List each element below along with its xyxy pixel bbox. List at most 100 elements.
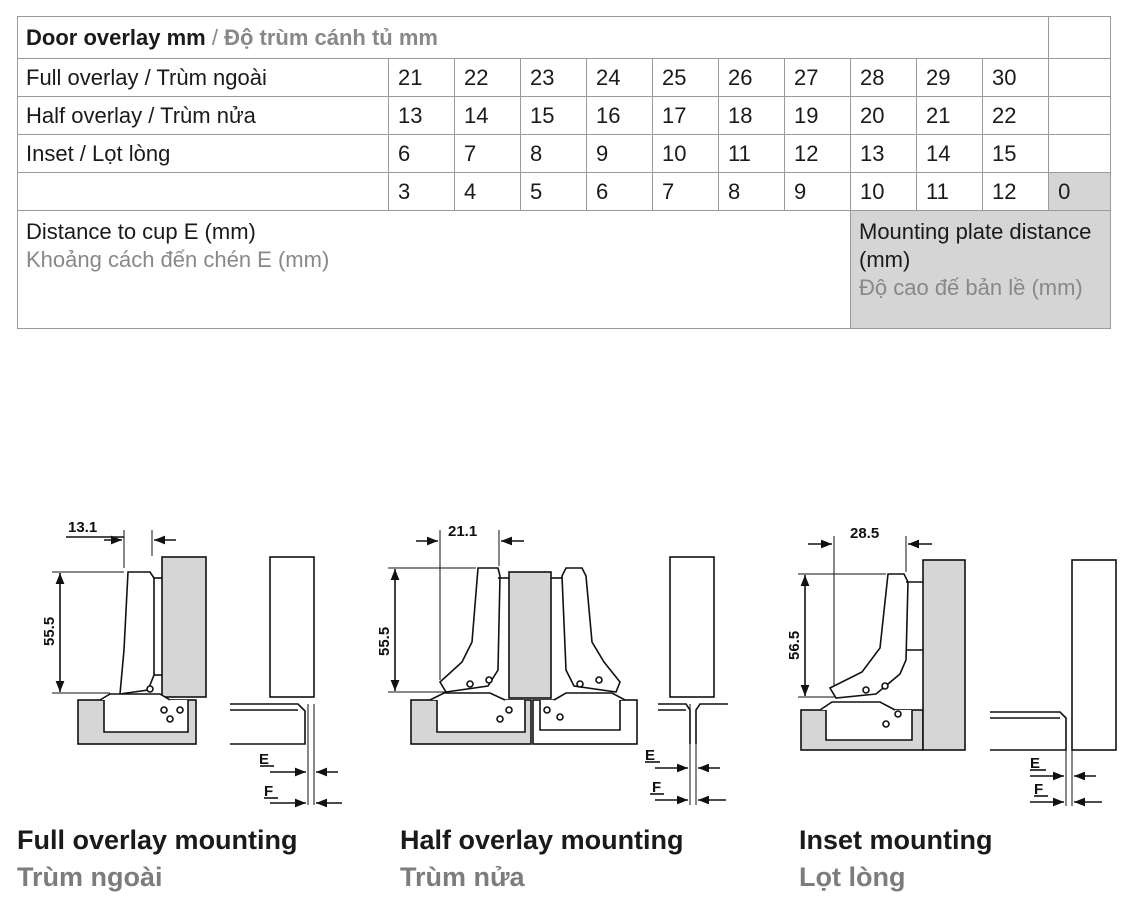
door-panel-right — [1071, 559, 1117, 751]
header-empty-cell — [1048, 16, 1112, 59]
table-cell: 9 — [586, 134, 653, 173]
footer-row: Distance to cup E (mm) Khoảng cách đến c… — [17, 210, 1112, 329]
table-cell-empty — [1048, 134, 1112, 173]
dim-height: 55.5 — [376, 627, 393, 656]
table-cell: 7 — [454, 134, 521, 173]
half-overlay-diagram — [388, 530, 728, 805]
label-f: F — [1034, 781, 1043, 798]
door-panel-right — [669, 556, 715, 698]
table-cell: 19 — [784, 96, 851, 135]
dim-height: 56.5 — [786, 631, 803, 660]
caption-subtitle: Lọt lòng — [799, 862, 906, 892]
row-label: Full overlay / Trùm ngoài — [17, 58, 389, 97]
plate-caption-vi: Độ cao đế bản lề (mm) — [859, 275, 1083, 300]
door-panel — [508, 571, 552, 699]
table-cell: 9 — [784, 172, 851, 211]
table-cell: 18 — [718, 96, 785, 135]
plate-distance-caption: Mounting plate distance (mm) Độ cao đế b… — [849, 210, 1112, 329]
caption-subtitle: Trùm nửa — [400, 862, 525, 892]
table-cell: 8 — [718, 172, 785, 211]
hinge-cup — [825, 710, 913, 741]
label-e: E — [645, 747, 655, 764]
door-overlay-table: Door overlay mm / Độ trùm cánh tủ mm Ful… — [16, 16, 1112, 329]
dim-width: 13.1 — [68, 519, 97, 536]
full-overlay-diagram — [52, 530, 342, 808]
hinge-arm-right — [561, 567, 621, 693]
header-en: Door overlay mm — [26, 24, 206, 50]
table-row: Inset / Lọt lòng 6 7 8 9 10 11 12 13 14 … — [17, 134, 1112, 173]
table-cell: 13 — [388, 96, 455, 135]
table-cell: 22 — [981, 96, 1050, 135]
table-cell: 6 — [586, 172, 653, 211]
table-cell: 22 — [454, 58, 521, 97]
table-cell: 20 — [850, 96, 917, 135]
header-vi: Độ trùm cánh tủ mm — [224, 24, 438, 50]
caption-inset: Inset mounting Lọt lòng — [799, 822, 992, 896]
caption-title: Half overlay mounting — [400, 825, 684, 855]
door-panel-right — [269, 556, 315, 698]
table-cell: 15 — [981, 134, 1050, 173]
door-panel — [922, 559, 966, 751]
door-panel — [161, 556, 207, 698]
caption-title: Full overlay mounting — [17, 825, 298, 855]
table-cell: 16 — [586, 96, 653, 135]
plate-distance-cell: 0 — [1048, 172, 1112, 211]
hinge-arm — [828, 573, 909, 699]
table-cell: 11 — [916, 172, 983, 211]
plate-caption-en: Mounting plate distance (mm) — [859, 219, 1092, 272]
table-cell: 13 — [850, 134, 917, 173]
table-row: Half overlay / Trùm nửa 13 14 15 16 17 1… — [17, 96, 1112, 135]
label-e: E — [1030, 755, 1040, 772]
label-f: F — [652, 779, 661, 796]
table-cell: 10 — [850, 172, 917, 211]
table-cell: 8 — [520, 134, 587, 173]
dim-width: 28.5 — [850, 525, 879, 542]
cup-distance-caption: Distance to cup E (mm) Khoảng cách đến c… — [17, 210, 851, 329]
row-label-empty — [17, 172, 389, 211]
caption-title: Inset mounting — [799, 825, 993, 855]
table-cell: 24 — [586, 58, 653, 97]
table-cell: 28 — [850, 58, 917, 97]
header-sep: / — [205, 24, 225, 50]
caption-half-overlay: Half overlay mounting Trùm nửa — [400, 822, 684, 896]
table-cell: 21 — [916, 96, 983, 135]
table-cell: 29 — [916, 58, 983, 97]
table-cell: 21 — [388, 58, 455, 97]
table-row: Full overlay / Trùm ngoài 21 22 23 24 25… — [17, 58, 1112, 97]
table-cell: 3 — [388, 172, 455, 211]
label-e: E — [259, 751, 269, 768]
inset-diagram — [798, 536, 1117, 807]
table-cell: 5 — [520, 172, 587, 211]
mounting-diagrams: 13.1 55.5 E F — [0, 500, 1131, 820]
hinge-cup — [103, 700, 189, 733]
distance-row: 3 4 5 6 7 8 9 10 11 12 0 — [17, 172, 1112, 211]
hinge-arm-left — [438, 567, 501, 693]
table-header-row: Door overlay mm / Độ trùm cánh tủ mm — [16, 16, 1112, 59]
dim-width: 21.1 — [448, 523, 477, 540]
caption-subtitle: Trùm ngoài — [17, 862, 163, 892]
cup-caption-vi: Khoảng cách đến chén E (mm) — [26, 247, 330, 272]
table-cell: 12 — [784, 134, 851, 173]
table-cell: 4 — [454, 172, 521, 211]
table-header-cell: Door overlay mm / Độ trùm cánh tủ mm — [16, 16, 1050, 59]
cup-caption-en: Distance to cup E (mm) — [26, 219, 256, 244]
table-cell: 7 — [652, 172, 719, 211]
table-cell: 10 — [652, 134, 719, 173]
table-cell: 25 — [652, 58, 719, 97]
table-cell: 12 — [981, 172, 1050, 211]
row-label: Half overlay / Trùm nửa — [17, 96, 389, 135]
table-cell: 27 — [784, 58, 851, 97]
table-cell-empty — [1048, 96, 1112, 135]
table-cell: 11 — [718, 134, 785, 173]
table-cell: 15 — [520, 96, 587, 135]
caption-full-overlay: Full overlay mounting Trùm ngoài — [17, 822, 298, 896]
table-cell: 14 — [916, 134, 983, 173]
table-cell: 14 — [454, 96, 521, 135]
dim-height: 55.5 — [41, 617, 58, 646]
row-label: Inset / Lọt lòng — [17, 134, 389, 173]
label-f: F — [264, 783, 273, 800]
table-cell: 26 — [718, 58, 785, 97]
hinge-arm — [119, 571, 155, 695]
table-cell: 23 — [520, 58, 587, 97]
table-cell: 17 — [652, 96, 719, 135]
